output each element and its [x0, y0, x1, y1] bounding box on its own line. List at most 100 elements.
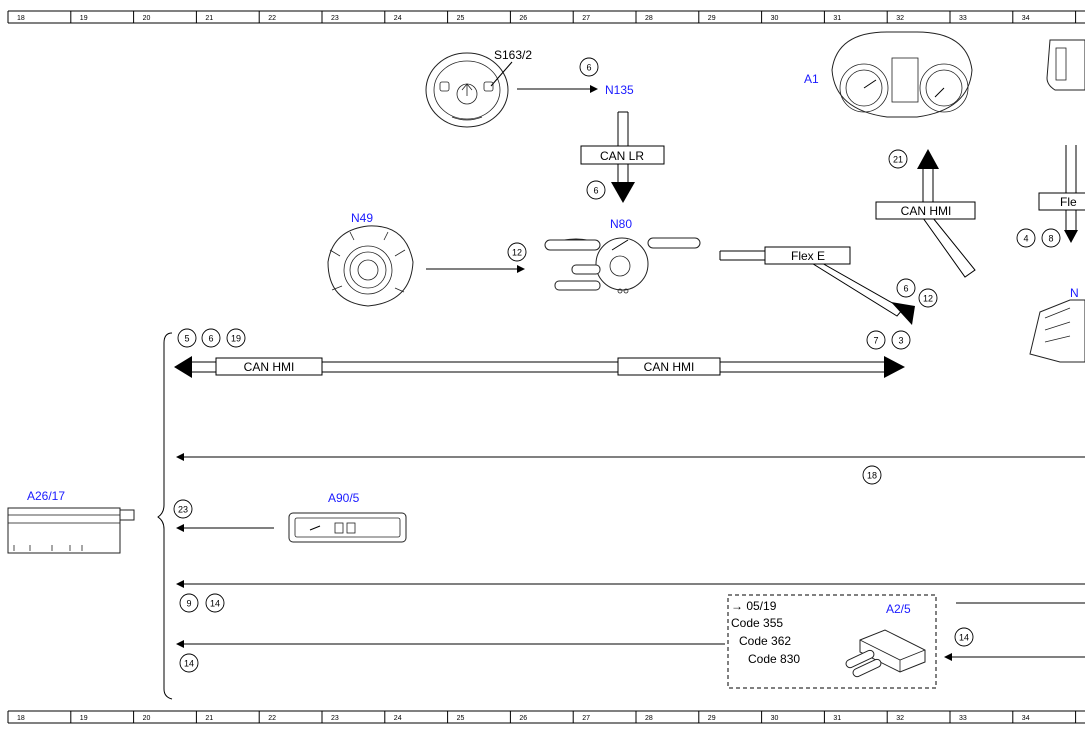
top-ruler-number: 28 — [645, 15, 653, 22]
bottom-ruler-number: 23 — [331, 715, 339, 722]
top-ruler-number: 26 — [519, 15, 527, 22]
top-ruler-number: 27 — [582, 15, 590, 22]
svg-text:6: 6 — [586, 63, 591, 73]
marker-s163-n135: 6 — [579, 57, 599, 77]
svg-text:CAN LR: CAN LR — [600, 149, 644, 163]
label-n49: N49 — [351, 211, 373, 225]
label-n80: N80 — [610, 217, 632, 231]
marker-a90-23: 23 — [173, 499, 193, 519]
marker-n49-n80: 12 — [507, 242, 527, 262]
bottom-ruler-number: 24 — [394, 715, 402, 722]
bottom-ruler — [8, 710, 1085, 724]
bottom-ruler-number: 32 — [896, 715, 904, 722]
brace — [157, 332, 173, 700]
marker-bus-5: 5 — [177, 328, 197, 348]
top-ruler — [8, 10, 1085, 24]
component-n49 — [327, 225, 414, 307]
marker-flexe-12: 12 — [918, 288, 938, 308]
svg-text:CAN HMI: CAN HMI — [644, 360, 695, 374]
top-ruler-number: 25 — [457, 15, 465, 22]
top-ruler-number: 19 — [80, 15, 88, 22]
marker-can-lr: 6 — [586, 180, 606, 200]
svg-text:18: 18 — [867, 471, 877, 481]
note-date: → 05/19 — [731, 599, 777, 613]
note-code-362: Code 362 — [739, 634, 791, 648]
bottom-ruler-number: 20 — [143, 715, 151, 722]
svg-text:12: 12 — [923, 294, 933, 304]
marker-bus-7: 7 — [866, 330, 886, 350]
bottom-ruler-number: 34 — [1022, 715, 1030, 722]
svg-text:6: 6 — [208, 334, 213, 344]
top-ruler-number: 33 — [959, 15, 967, 22]
svg-text:12: 12 — [512, 248, 522, 258]
svg-text:14: 14 — [184, 659, 194, 669]
svg-text:14: 14 — [959, 633, 969, 643]
marker-bus-6: 6 — [201, 328, 221, 348]
marker-line-9: 9 — [179, 593, 199, 613]
svg-text:14: 14 — [210, 599, 220, 609]
top-ruler-number: 23 — [331, 15, 339, 22]
top-ruler-number: 22 — [268, 15, 276, 22]
svg-text:6: 6 — [593, 186, 598, 196]
instrument-cluster-a1 — [831, 31, 973, 118]
marker-can-hmi-top: 21 — [888, 149, 908, 169]
note-code-830: Code 830 — [748, 652, 800, 666]
code-note-box — [727, 594, 937, 689]
marker-line-18: 18 — [862, 465, 882, 485]
bottom-ruler-number: 33 — [959, 715, 967, 722]
svg-text:8: 8 — [1048, 234, 1053, 244]
bottom-ruler-number: 29 — [708, 715, 716, 722]
partial-component-top-right — [1046, 39, 1085, 91]
component-a90-5 — [288, 512, 407, 543]
top-ruler-number: 21 — [205, 15, 213, 22]
svg-text:Flex E: Flex E — [791, 249, 825, 263]
marker-flexe-6: 6 — [896, 278, 916, 298]
label-n-partial: N — [1070, 286, 1079, 300]
svg-text:21: 21 — [893, 155, 903, 165]
flex-e-bus: Flex E — [719, 246, 915, 325]
bottom-ruler-number: 18 — [17, 715, 25, 722]
label-a2-5: A2/5 — [886, 602, 911, 616]
marker-bus-19: 19 — [226, 328, 246, 348]
svg-text:4: 4 — [1023, 234, 1028, 244]
component-n80 — [544, 237, 701, 294]
svg-text:6: 6 — [903, 284, 908, 294]
marker-right-8: 8 — [1041, 228, 1061, 248]
top-ruler-number: 34 — [1022, 15, 1030, 22]
top-ruler-number: 30 — [771, 15, 779, 22]
note-code-355: Code 355 — [731, 616, 783, 630]
svg-text:CAN HMI: CAN HMI — [244, 360, 295, 374]
can-hmi-main-bus: CAN HMI CAN HMI — [174, 356, 905, 378]
marker-bottom-right-14: 14 — [954, 627, 974, 647]
can-lr-bus: CAN LR — [580, 111, 665, 203]
bottom-ruler-number: 26 — [519, 715, 527, 722]
bottom-ruler-number: 31 — [833, 715, 841, 722]
bottom-ruler-number: 25 — [457, 715, 465, 722]
steering-wheel-s163-2 — [425, 52, 513, 128]
component-a26-17 — [7, 507, 135, 554]
bottom-ruler-number: 27 — [582, 715, 590, 722]
top-ruler-number: 29 — [708, 15, 716, 22]
svg-text:CAN HMI: CAN HMI — [901, 204, 952, 218]
label-n135: N135 — [605, 83, 634, 97]
marker-right-4: 4 — [1016, 228, 1036, 248]
label-a26-17: A26/17 — [27, 489, 65, 503]
svg-text:Fle: Fle — [1060, 195, 1077, 209]
top-ruler-number: 20 — [143, 15, 151, 22]
top-ruler-number: 24 — [394, 15, 402, 22]
top-ruler-number: 32 — [896, 15, 904, 22]
svg-text:23: 23 — [178, 505, 188, 515]
bottom-ruler-number: 30 — [771, 715, 779, 722]
svg-text:9: 9 — [186, 599, 191, 609]
label-a90-5: A90/5 — [328, 491, 360, 505]
marker-bus-3: 3 — [891, 330, 911, 350]
bottom-ruler-number: 19 — [80, 715, 88, 722]
label-s163-2: S163/2 — [494, 48, 532, 62]
svg-text:7: 7 — [873, 336, 878, 346]
label-a1: A1 — [804, 72, 819, 86]
partial-component-n — [1029, 299, 1085, 363]
svg-text:5: 5 — [184, 334, 189, 344]
bottom-ruler-number: 22 — [268, 715, 276, 722]
top-ruler-number: 18 — [17, 15, 25, 22]
